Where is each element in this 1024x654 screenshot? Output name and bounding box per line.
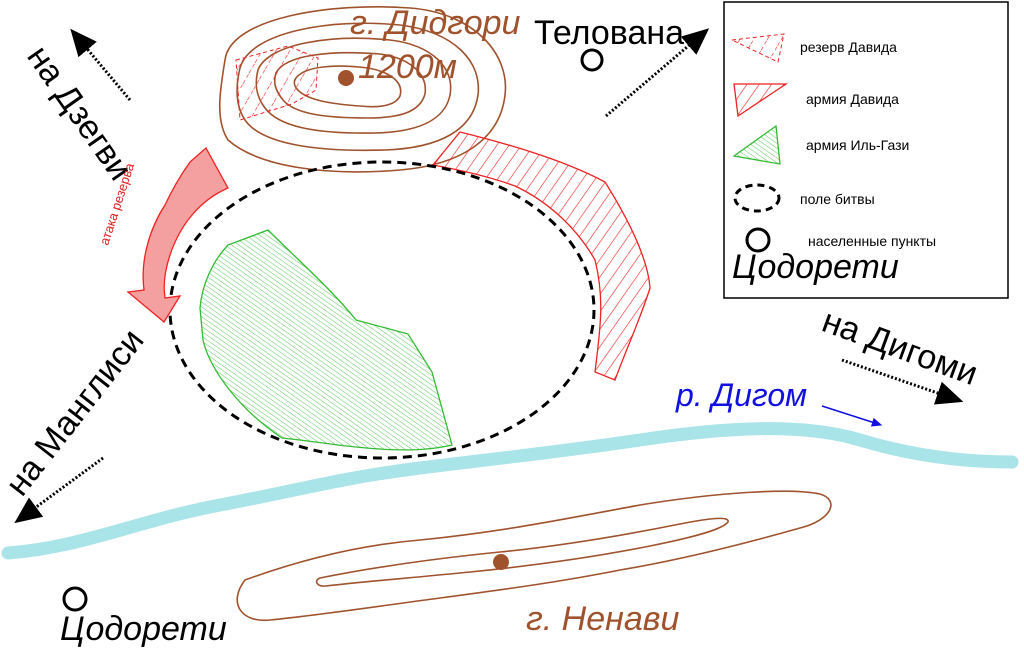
elevation-label: 1200м — [358, 48, 457, 86]
river-label: р. Дигом — [675, 377, 807, 413]
david-army-area — [431, 131, 651, 381]
legend-reserve-label: резерв Давида — [800, 39, 897, 55]
legend-reserve-swatch — [730, 33, 785, 63]
reserve-attack-arrow — [126, 146, 229, 323]
battlefield-outline — [168, 160, 596, 460]
legend-battlefield-swatch — [733, 183, 781, 213]
river-digom — [1, 422, 1019, 560]
arrow-to-dzegvi — [70, 28, 132, 101]
tsodoreti-settlement-icon — [62, 586, 88, 612]
ilghazi-army-area — [199, 229, 453, 451]
legend-settlement-label: населенные пункты — [808, 233, 936, 249]
nenavi-peak-marker — [493, 554, 509, 570]
mount-didgori-contours — [218, 5, 507, 173]
legend-david-swatch — [733, 83, 789, 118]
mount-nenavi-label: г. Ненави — [526, 600, 679, 638]
telovani-label: Телована — [534, 14, 684, 52]
legend-settlement-swatch — [745, 227, 771, 253]
legend-david-label: армия Давида — [806, 91, 899, 107]
arrow-to-telovani — [605, 28, 710, 118]
legend-ilghazi-label: армия Иль-Гази — [806, 137, 909, 153]
to-manglisi-label: на Манглиси — [0, 322, 151, 503]
didgori-peak-marker — [338, 70, 354, 86]
legend-example-place: Цодорети — [732, 248, 899, 286]
tsodoreti-label: Цодорети — [60, 610, 227, 648]
telovani-settlement-icon — [580, 48, 604, 72]
legend-battlefield-label: поле битвы — [800, 191, 875, 207]
mount-didgori-label: г. Дидгори — [350, 4, 521, 42]
legend-ilghazi-swatch — [732, 124, 781, 165]
arrow-to-digomi — [841, 358, 964, 405]
legend: резерв Давида армия Давида армия Иль-Газ… — [723, 1, 1009, 299]
river-flow-arrow — [821, 405, 883, 427]
david-reserve-area — [235, 45, 319, 121]
arrow-to-manglisi — [14, 456, 104, 524]
mount-nenavi-contours — [236, 490, 832, 622]
